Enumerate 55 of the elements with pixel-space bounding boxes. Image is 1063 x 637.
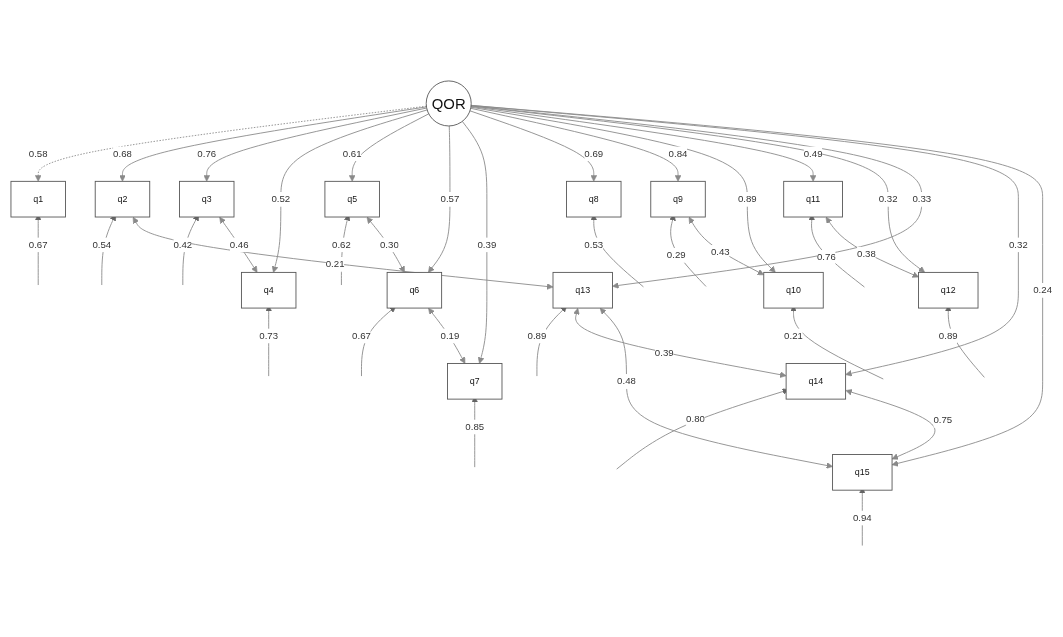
edge-label: 0.32 [878, 193, 898, 205]
edge-label: 0.29 [666, 249, 686, 261]
node-box: q11 [783, 180, 843, 218]
edge-label: 0.89 [527, 330, 547, 342]
edge-label: 0.58 [28, 147, 48, 160]
edge-label: 0.39 [654, 347, 674, 359]
edge-label: 0.42 [173, 238, 193, 251]
node-box: q7 [447, 363, 503, 400]
edge-label: 0.19 [440, 330, 460, 342]
edge-label: 0.62 [332, 238, 351, 251]
edge-label: 0.57 [440, 193, 460, 205]
node-box: q9 [650, 180, 706, 218]
edge-label: 0.52 [271, 193, 291, 205]
edge-label: 0.30 [379, 238, 399, 251]
edge-label: 0.32 [1008, 238, 1028, 251]
node-box: q12 [918, 272, 979, 309]
node-box: q8 [566, 180, 622, 218]
edge-label: 0.67 [28, 238, 48, 251]
edge-label: 0.76 [197, 147, 217, 160]
node-box: q5 [324, 180, 380, 218]
edge-label: 0.89 [938, 330, 958, 342]
node-box: q2 [94, 180, 151, 218]
edge-label: 0.84 [668, 147, 688, 160]
edge-label: 0.38 [857, 248, 876, 260]
edge-label: 0.75 [933, 414, 953, 426]
edge-label: 0.48 [617, 375, 636, 387]
edge-label: 0.54 [92, 238, 112, 251]
edge-label: 0.69 [584, 147, 604, 160]
edge-label: 0.49 [803, 147, 823, 160]
edge-label: 0.24 [1033, 284, 1053, 296]
node-box: q10 [763, 272, 824, 309]
edge-label: 0.85 [465, 421, 485, 433]
edge-label: 0.67 [352, 330, 371, 342]
node-box: q1 [10, 180, 66, 218]
edge-label: 0.89 [737, 193, 757, 205]
node-box: q15 [832, 454, 893, 491]
edge-label: 0.61 [342, 147, 362, 160]
edge-label: 0.80 [686, 412, 705, 425]
edge-label: 0.46 [229, 238, 249, 251]
edge-label: 0.21 [784, 330, 803, 342]
node-circle: QOR [425, 80, 472, 127]
edge-label: 0.21 [325, 258, 345, 270]
node-box: q14 [785, 363, 847, 400]
edge-label: 0.94 [852, 512, 872, 524]
edge-label: 0.73 [259, 330, 279, 342]
edge-label: 0.39 [477, 238, 497, 251]
node-box: q6 [386, 272, 443, 309]
edge-label: 0.76 [816, 251, 836, 263]
edge-label: 0.68 [113, 147, 132, 160]
node-box: q3 [179, 180, 235, 218]
node-box: q4 [241, 272, 297, 309]
edge-label: 0.43 [710, 246, 730, 258]
edge-label: 0.33 [912, 193, 932, 205]
edge-label: 0.53 [584, 238, 604, 251]
node-box: q13 [552, 272, 613, 309]
